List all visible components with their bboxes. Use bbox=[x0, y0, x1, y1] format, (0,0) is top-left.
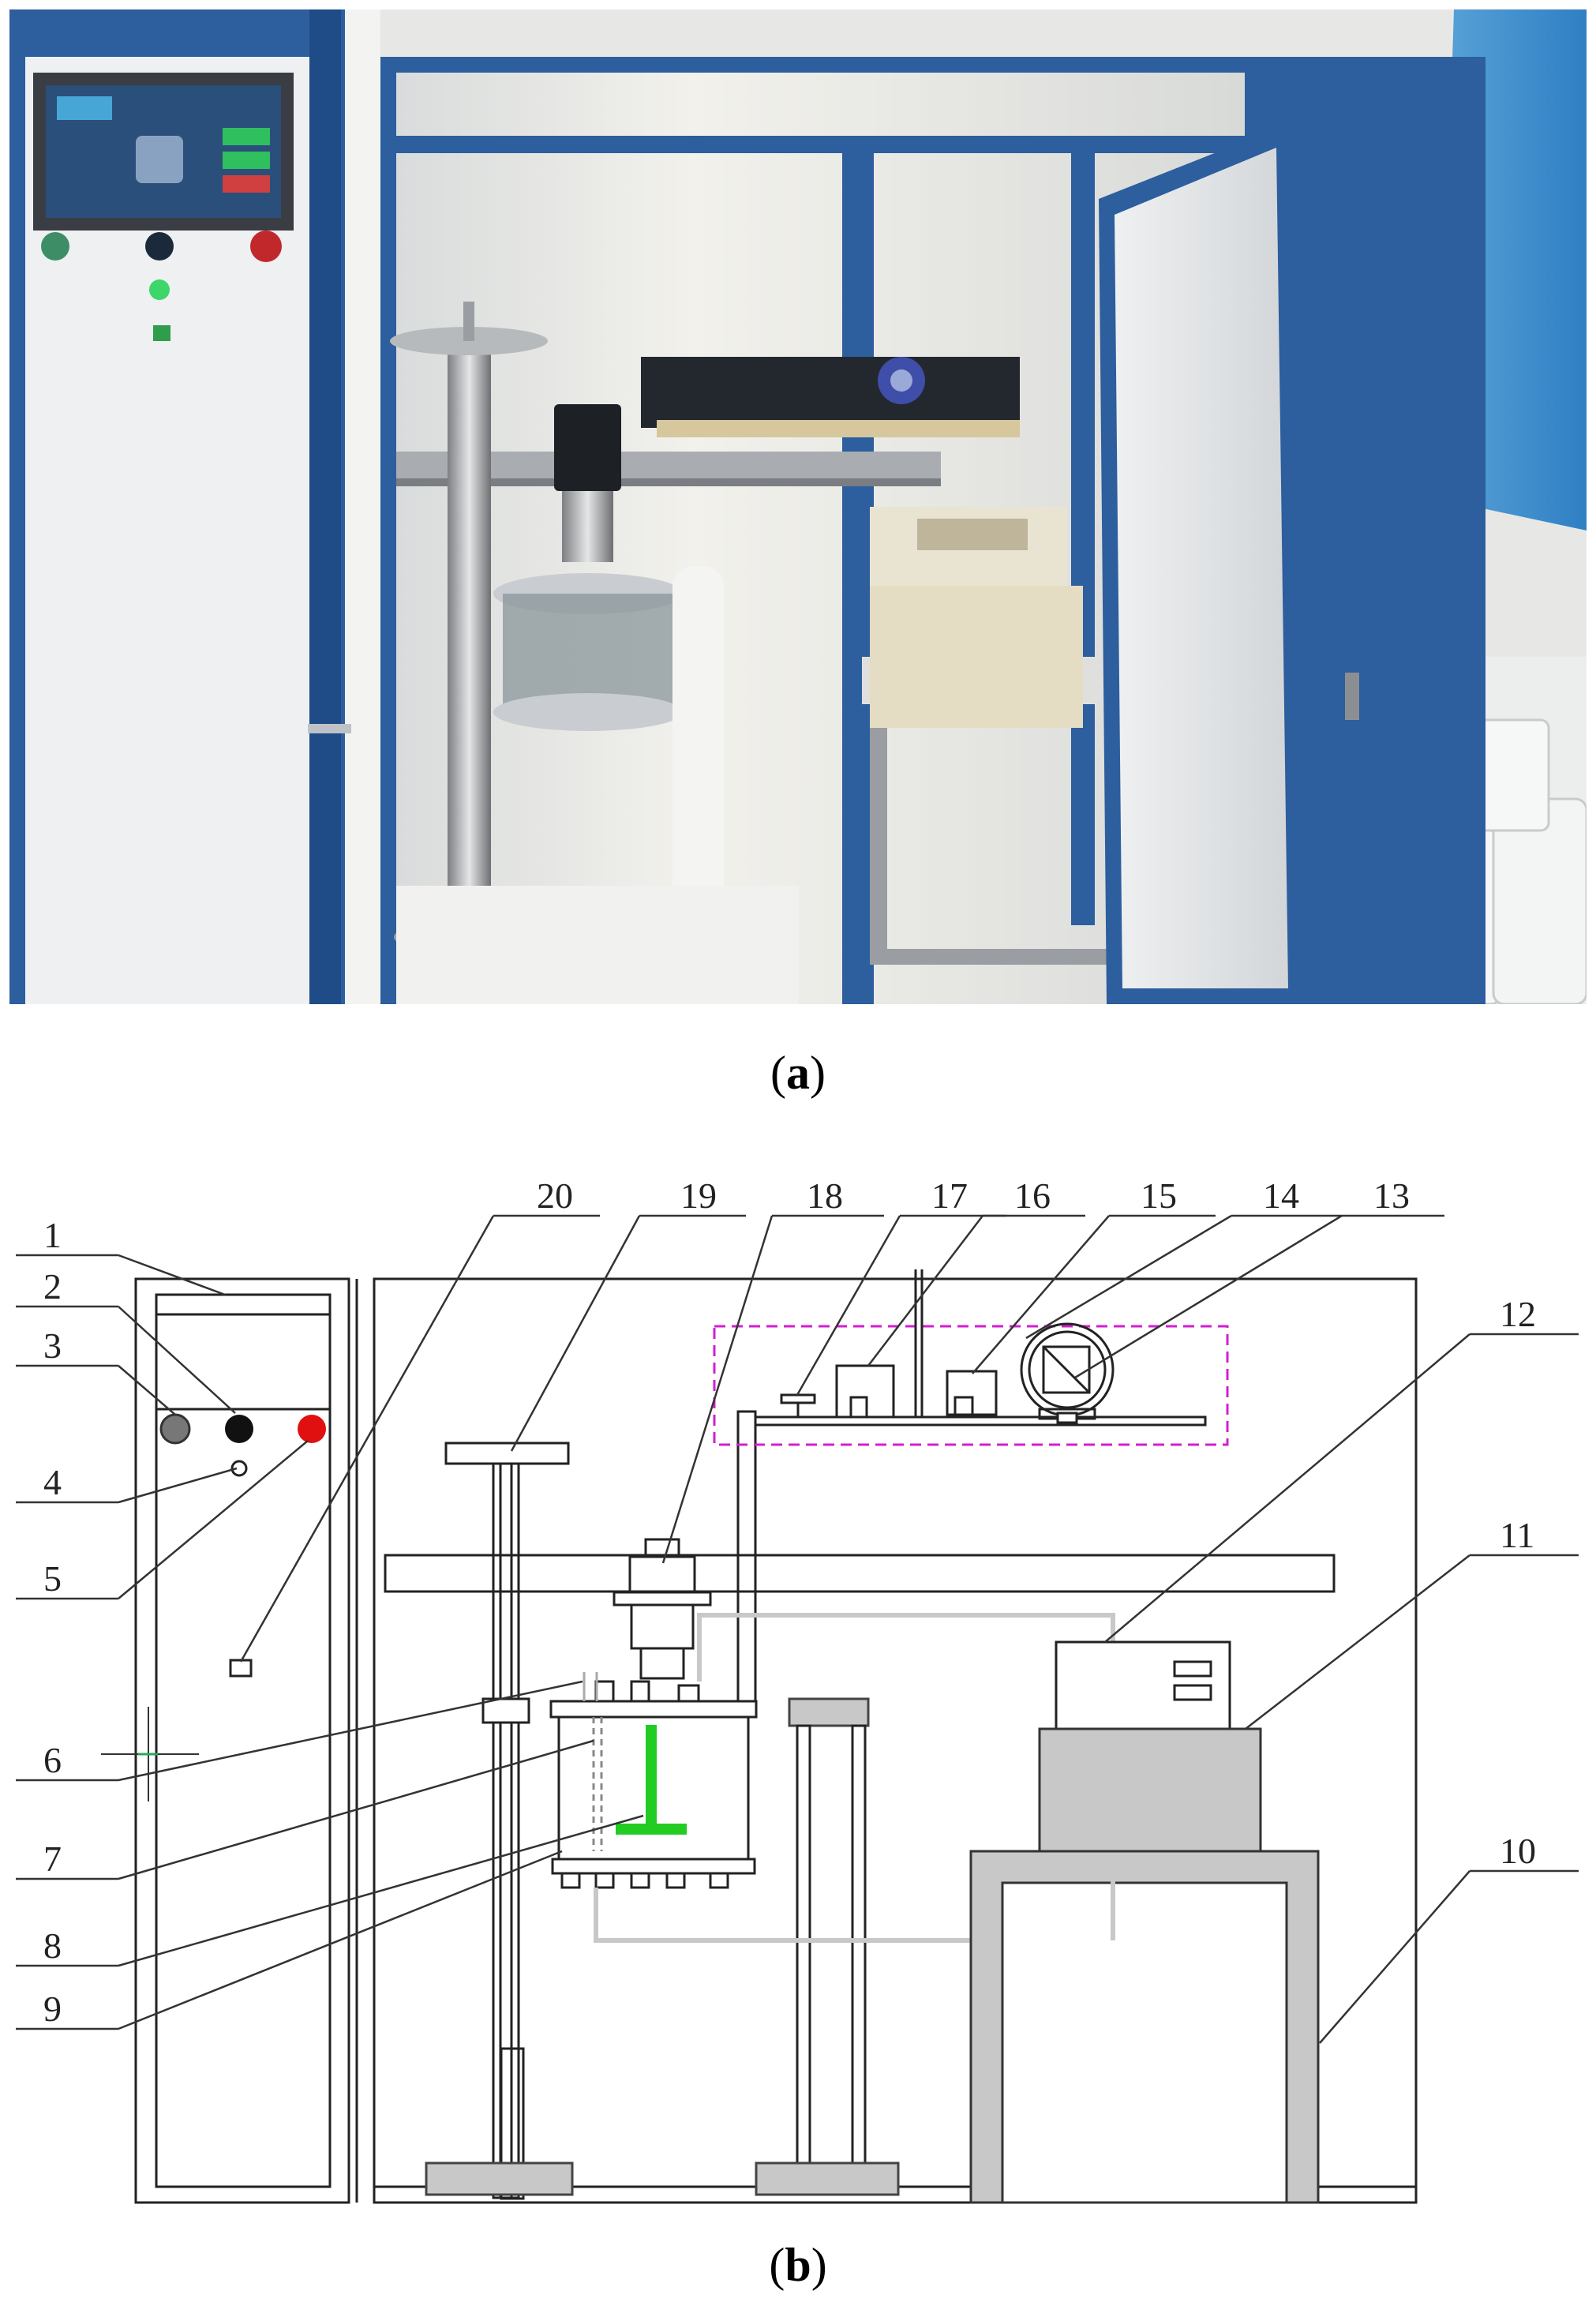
condenser-head bbox=[788, 1697, 870, 1727]
apparatus-schematic: 1 2 3 4 5 6 7 8 9 10 11 12 13 14 15 16 1… bbox=[16, 1175, 1579, 2204]
callout-1: 1 bbox=[43, 1215, 62, 1255]
water-bath bbox=[1038, 1727, 1262, 1853]
callout-5: 5 bbox=[43, 1558, 62, 1599]
photo-caption: (a) bbox=[770, 1047, 826, 1099]
reactor bbox=[549, 1680, 758, 1875]
control-cabinet-outline bbox=[134, 1277, 350, 2204]
control-cabinet bbox=[9, 9, 380, 1004]
leader-lines bbox=[16, 1214, 1579, 2044]
callout-2: 2 bbox=[43, 1266, 62, 1307]
callout-10: 10 bbox=[1500, 1831, 1536, 1871]
callout-19: 19 bbox=[680, 1175, 717, 1216]
callout-6: 6 bbox=[43, 1740, 62, 1780]
stand-base bbox=[425, 2161, 574, 2196]
callout-7: 7 bbox=[43, 1839, 62, 1879]
callout-14: 14 bbox=[1263, 1175, 1299, 1216]
callout-11: 11 bbox=[1500, 1515, 1534, 1555]
main-cabinet-outline bbox=[373, 1277, 1418, 2204]
diagram-caption: (b) bbox=[769, 2239, 827, 2291]
power-switch bbox=[229, 1659, 253, 1678]
open-cabinet-door bbox=[1099, 124, 1359, 1004]
gray-button bbox=[159, 1413, 191, 1445]
callout-17: 17 bbox=[931, 1175, 968, 1216]
bath-table bbox=[969, 1850, 1320, 2204]
temperature-controller bbox=[1055, 1640, 1231, 1730]
callout-12: 12 bbox=[1500, 1294, 1536, 1334]
callout-20: 20 bbox=[537, 1175, 573, 1216]
callout-9: 9 bbox=[43, 1989, 62, 2029]
condenser-column bbox=[796, 1724, 867, 2177]
callout-numbers: 1 2 3 4 5 6 7 8 9 10 11 12 13 14 15 16 1… bbox=[43, 1175, 1536, 2029]
vertical-pipe bbox=[736, 1410, 757, 1703]
black-button bbox=[225, 1415, 253, 1443]
support-stand bbox=[444, 1442, 570, 2200]
horizontal-beam bbox=[384, 1554, 1336, 1593]
electronics-dashed-box bbox=[713, 1325, 1229, 1446]
pressure-gauge bbox=[1020, 1322, 1115, 1424]
callout-18: 18 bbox=[807, 1175, 843, 1216]
condenser-base bbox=[755, 2161, 900, 2196]
stirrer-motor bbox=[613, 1538, 712, 1680]
cabinet-interior bbox=[380, 57, 1485, 1004]
thermocouple bbox=[592, 1717, 603, 1851]
apparatus-photo bbox=[9, 9, 1587, 1004]
green-stirrer bbox=[616, 1725, 687, 1835]
callout-8: 8 bbox=[43, 1925, 62, 1966]
callout-16: 16 bbox=[1014, 1175, 1051, 1216]
red-button bbox=[298, 1415, 326, 1443]
reactor-bolts bbox=[560, 1872, 729, 1889]
callout-4: 4 bbox=[43, 1462, 62, 1502]
callout-3: 3 bbox=[43, 1325, 62, 1366]
indicator-light bbox=[230, 1460, 248, 1477]
diagram-caption-letter: b bbox=[785, 2239, 811, 2291]
photo-caption-letter: a bbox=[786, 1047, 810, 1099]
callout-15: 15 bbox=[1141, 1175, 1177, 1216]
callout-13: 13 bbox=[1373, 1175, 1410, 1216]
electronics-shelf bbox=[754, 1269, 1207, 1427]
